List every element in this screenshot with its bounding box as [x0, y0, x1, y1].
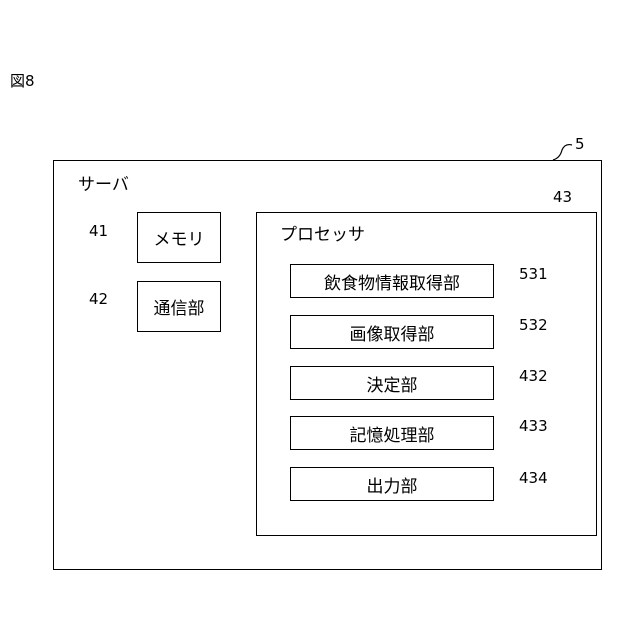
unit-ref: 432 [519, 367, 548, 385]
comm-box: 通信部 [137, 281, 221, 332]
memory-ref: 41 [89, 222, 108, 240]
unit-output: 出力部 [290, 467, 494, 501]
unit-label: 画像取得部 [291, 316, 493, 348]
unit-label: 記憶処理部 [291, 417, 493, 449]
unit-image-acquisition: 画像取得部 [290, 315, 494, 349]
server-leader [553, 145, 572, 160]
comm-ref: 42 [89, 290, 108, 308]
server-ref: 5 [575, 135, 585, 153]
unit-ref: 434 [519, 469, 548, 487]
server-label: サーバ [78, 170, 129, 195]
unit-label: 飲食物情報取得部 [291, 265, 493, 297]
comm-label: 通信部 [138, 282, 220, 331]
unit-label: 出力部 [291, 468, 493, 500]
unit-food-info-acquisition: 飲食物情報取得部 [290, 264, 494, 298]
unit-ref: 532 [519, 316, 548, 334]
processor-label: プロセッサ [280, 220, 365, 245]
memory-label: メモリ [138, 213, 220, 262]
unit-ref: 531 [519, 265, 548, 283]
unit-determination: 決定部 [290, 366, 494, 400]
memory-box: メモリ [137, 212, 221, 263]
unit-ref: 433 [519, 417, 548, 435]
unit-label: 決定部 [291, 367, 493, 399]
unit-storage-processing: 記憶処理部 [290, 416, 494, 450]
processor-ref: 43 [553, 188, 572, 206]
